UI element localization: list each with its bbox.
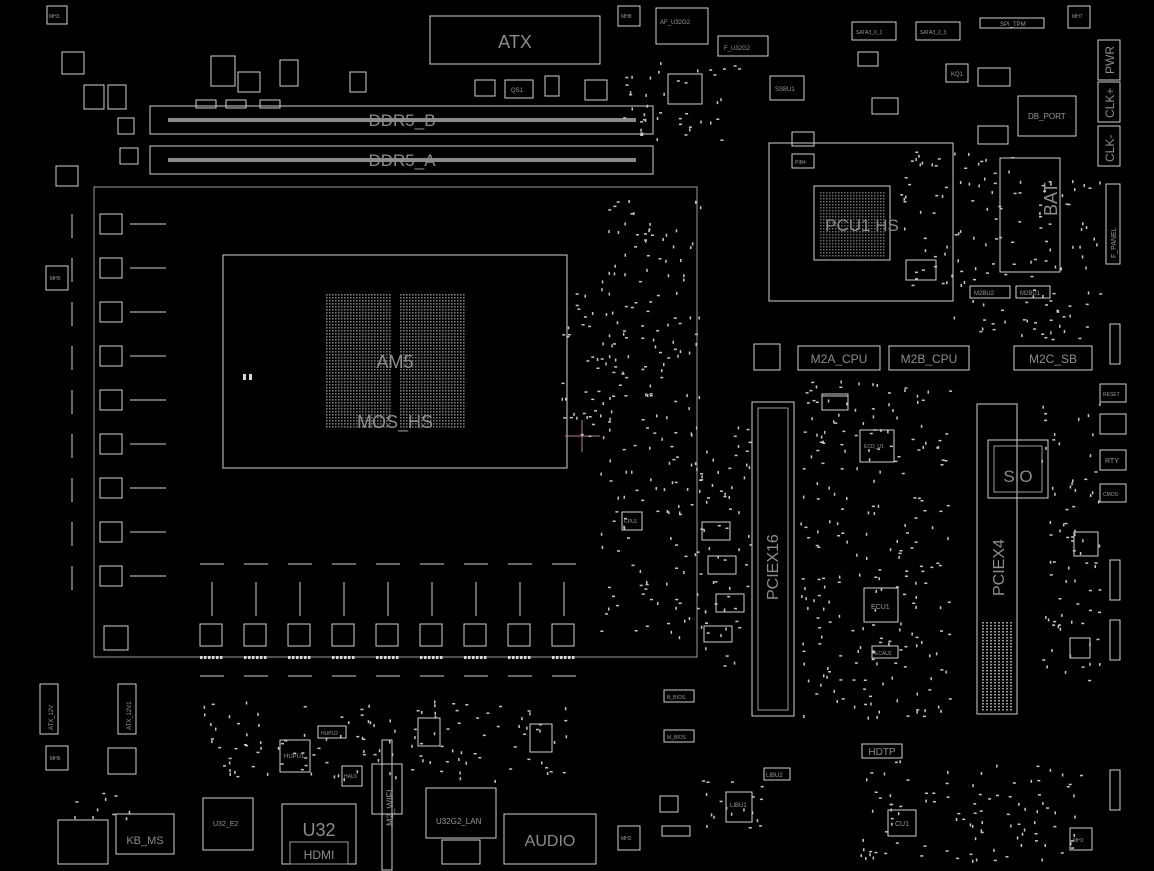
svg-text:U32_E2: U32_E2	[213, 821, 238, 828]
svg-text:M2B_CPU: M2B_CPU	[901, 352, 958, 366]
left-edge: MH5 ATX_12V ATX_12V1 MH6	[39, 265, 137, 865]
mos-heatsink	[71, 186, 698, 677]
svg-text:DB_PORT: DB_PORT	[1028, 112, 1066, 121]
bottom-io: KB_MS U32_E2 U32 HDMI HUPU1 HUPU2 HAU1 M…	[115, 717, 691, 871]
am5-socket: AM5 MOS_HS	[222, 254, 600, 469]
svg-text:CMOS: CMOS	[1103, 492, 1119, 498]
svg-text:M2BU1: M2BU1	[1020, 291, 1041, 297]
svg-text:MH2: MH2	[621, 836, 632, 842]
svg-text:KB_MS: KB_MS	[126, 835, 163, 847]
svg-text:M2BU2: M2BU2	[974, 291, 995, 297]
svg-text:RTY: RTY	[1105, 458, 1119, 465]
atx-connector	[429, 15, 601, 65]
svg-text:DDR5_B: DDR5_B	[368, 111, 435, 130]
svg-text:PCIEX4: PCIEX4	[991, 539, 1008, 596]
ddr5-slots: DDR5_B DDR5_A	[149, 105, 654, 175]
svg-text:PCIEX16: PCIEX16	[765, 534, 782, 600]
svg-text:LIBU1: LIBU1	[730, 803, 747, 809]
svg-text:F_PANEL: F_PANEL	[1111, 227, 1118, 258]
svg-text:ECD_U1: ECD_U1	[864, 444, 884, 450]
svg-text:M_BIOS: M_BIOS	[667, 735, 687, 741]
svg-text:ECU1: ECU1	[871, 604, 890, 611]
svg-text:CU1: CU1	[895, 821, 909, 828]
svg-text:ECAU2: ECAU2	[875, 651, 892, 657]
svg-text:SATA3_0_1: SATA3_0_1	[856, 30, 882, 36]
svg-text:QS1: QS1	[511, 88, 524, 94]
pciex4-slot: PCIEX4	[976, 403, 1018, 715]
svg-text:LIBU2: LIBU2	[766, 773, 783, 779]
svg-text:M2C_SB: M2C_SB	[1029, 352, 1077, 366]
svg-text:SPI_TPM: SPI_TPM	[1000, 22, 1026, 28]
svg-text:F_U32G2: F_U32G2	[724, 46, 751, 52]
svg-text:MH3: MH3	[49, 14, 60, 20]
svg-text:HAU1: HAU1	[344, 774, 358, 780]
pciex16-slot: PCIEX16	[751, 401, 795, 717]
db-port	[1017, 95, 1077, 137]
svg-text:HUPU1: HUPU1	[284, 754, 305, 760]
u32g2-lan-port	[425, 787, 497, 839]
battery: BAT M2BU2 M2BU1	[969, 157, 1061, 299]
atx-label: ATX	[498, 32, 532, 52]
u32-e2-port	[202, 797, 254, 851]
svg-text:KQ1: KQ1	[951, 72, 964, 78]
svg-text:AUDIO: AUDIO	[525, 833, 576, 850]
m2c-sb-slot	[1013, 345, 1093, 371]
svg-text:MH5: MH5	[50, 276, 61, 282]
svg-text:PIB4: PIB4	[795, 160, 806, 166]
am5-label: AM5	[376, 352, 413, 372]
svg-text:BAT: BAT	[1041, 182, 1061, 216]
m2a-cpu-slot	[797, 345, 881, 371]
svg-text:MH1: MH1	[1073, 838, 1084, 844]
svg-text:PWR: PWR	[1103, 46, 1117, 74]
svg-text:HUPU2: HUPU2	[321, 731, 338, 737]
svg-text:MH8: MH8	[621, 14, 632, 20]
svg-text:SSBU1: SSBU1	[775, 87, 795, 93]
svg-text:DDR5_A: DDR5_A	[368, 151, 436, 170]
mid-chips: ECD_U1 ECU1 ECAU2 CPU1 B_BIOS M_BIOS HDT…	[621, 393, 917, 837]
svg-text:RESET: RESET	[1103, 392, 1120, 398]
ddr5-a-slot	[149, 145, 654, 175]
svg-text:HDTP: HDTP	[868, 747, 896, 758]
svg-text:M2_WIFI: M2_WIFI	[385, 789, 395, 826]
svg-text:MH6: MH6	[50, 756, 61, 762]
svg-text:U32: U32	[302, 820, 335, 840]
kb-ms-port	[115, 813, 175, 855]
top-area: MH3 ATX QS1 MH8 AF_U32G2 F_U32G2 SSBU1 S…	[46, 5, 1091, 187]
svg-text:SIO: SIO	[1003, 467, 1032, 486]
m2-slots: M2A_CPU M2B_CPU M2C_SB	[753, 343, 1093, 371]
pch-area: PCU1 HS PIB4	[768, 131, 954, 302]
audio-port	[503, 813, 597, 865]
right-edge-connectors: PWR CLK+ CLK- F_PANEL RESET RTY CMOS MH1	[1069, 39, 1127, 851]
svg-text:MH7: MH7	[1072, 14, 1083, 20]
mos-hs-label: MOS_HS	[357, 412, 433, 433]
svg-text:ATX_12V1: ATX_12V1	[127, 701, 133, 730]
svg-text:CLK+: CLK+	[1103, 88, 1117, 118]
ddr5-b-slot	[149, 105, 654, 135]
svg-text:M2A_CPU: M2A_CPU	[811, 352, 868, 366]
m2b-cpu-slot	[888, 345, 970, 371]
svg-text:U32G2_LAN: U32G2_LAN	[436, 817, 482, 826]
svg-text:HDMI: HDMI	[304, 848, 335, 862]
svg-text:CPU1: CPU1	[624, 519, 638, 525]
svg-text:B_BIOS: B_BIOS	[667, 695, 686, 701]
pch-hs-label: PCU1 HS	[825, 216, 899, 235]
svg-text:CLK-: CLK-	[1103, 135, 1117, 162]
sio-chip: SIO	[987, 439, 1049, 499]
svg-text:SATA3_2_3: SATA3_2_3	[920, 30, 946, 36]
svg-text:ATX_12V: ATX_12V	[49, 705, 55, 730]
svg-text:AF_U32G2: AF_U32G2	[660, 20, 691, 26]
